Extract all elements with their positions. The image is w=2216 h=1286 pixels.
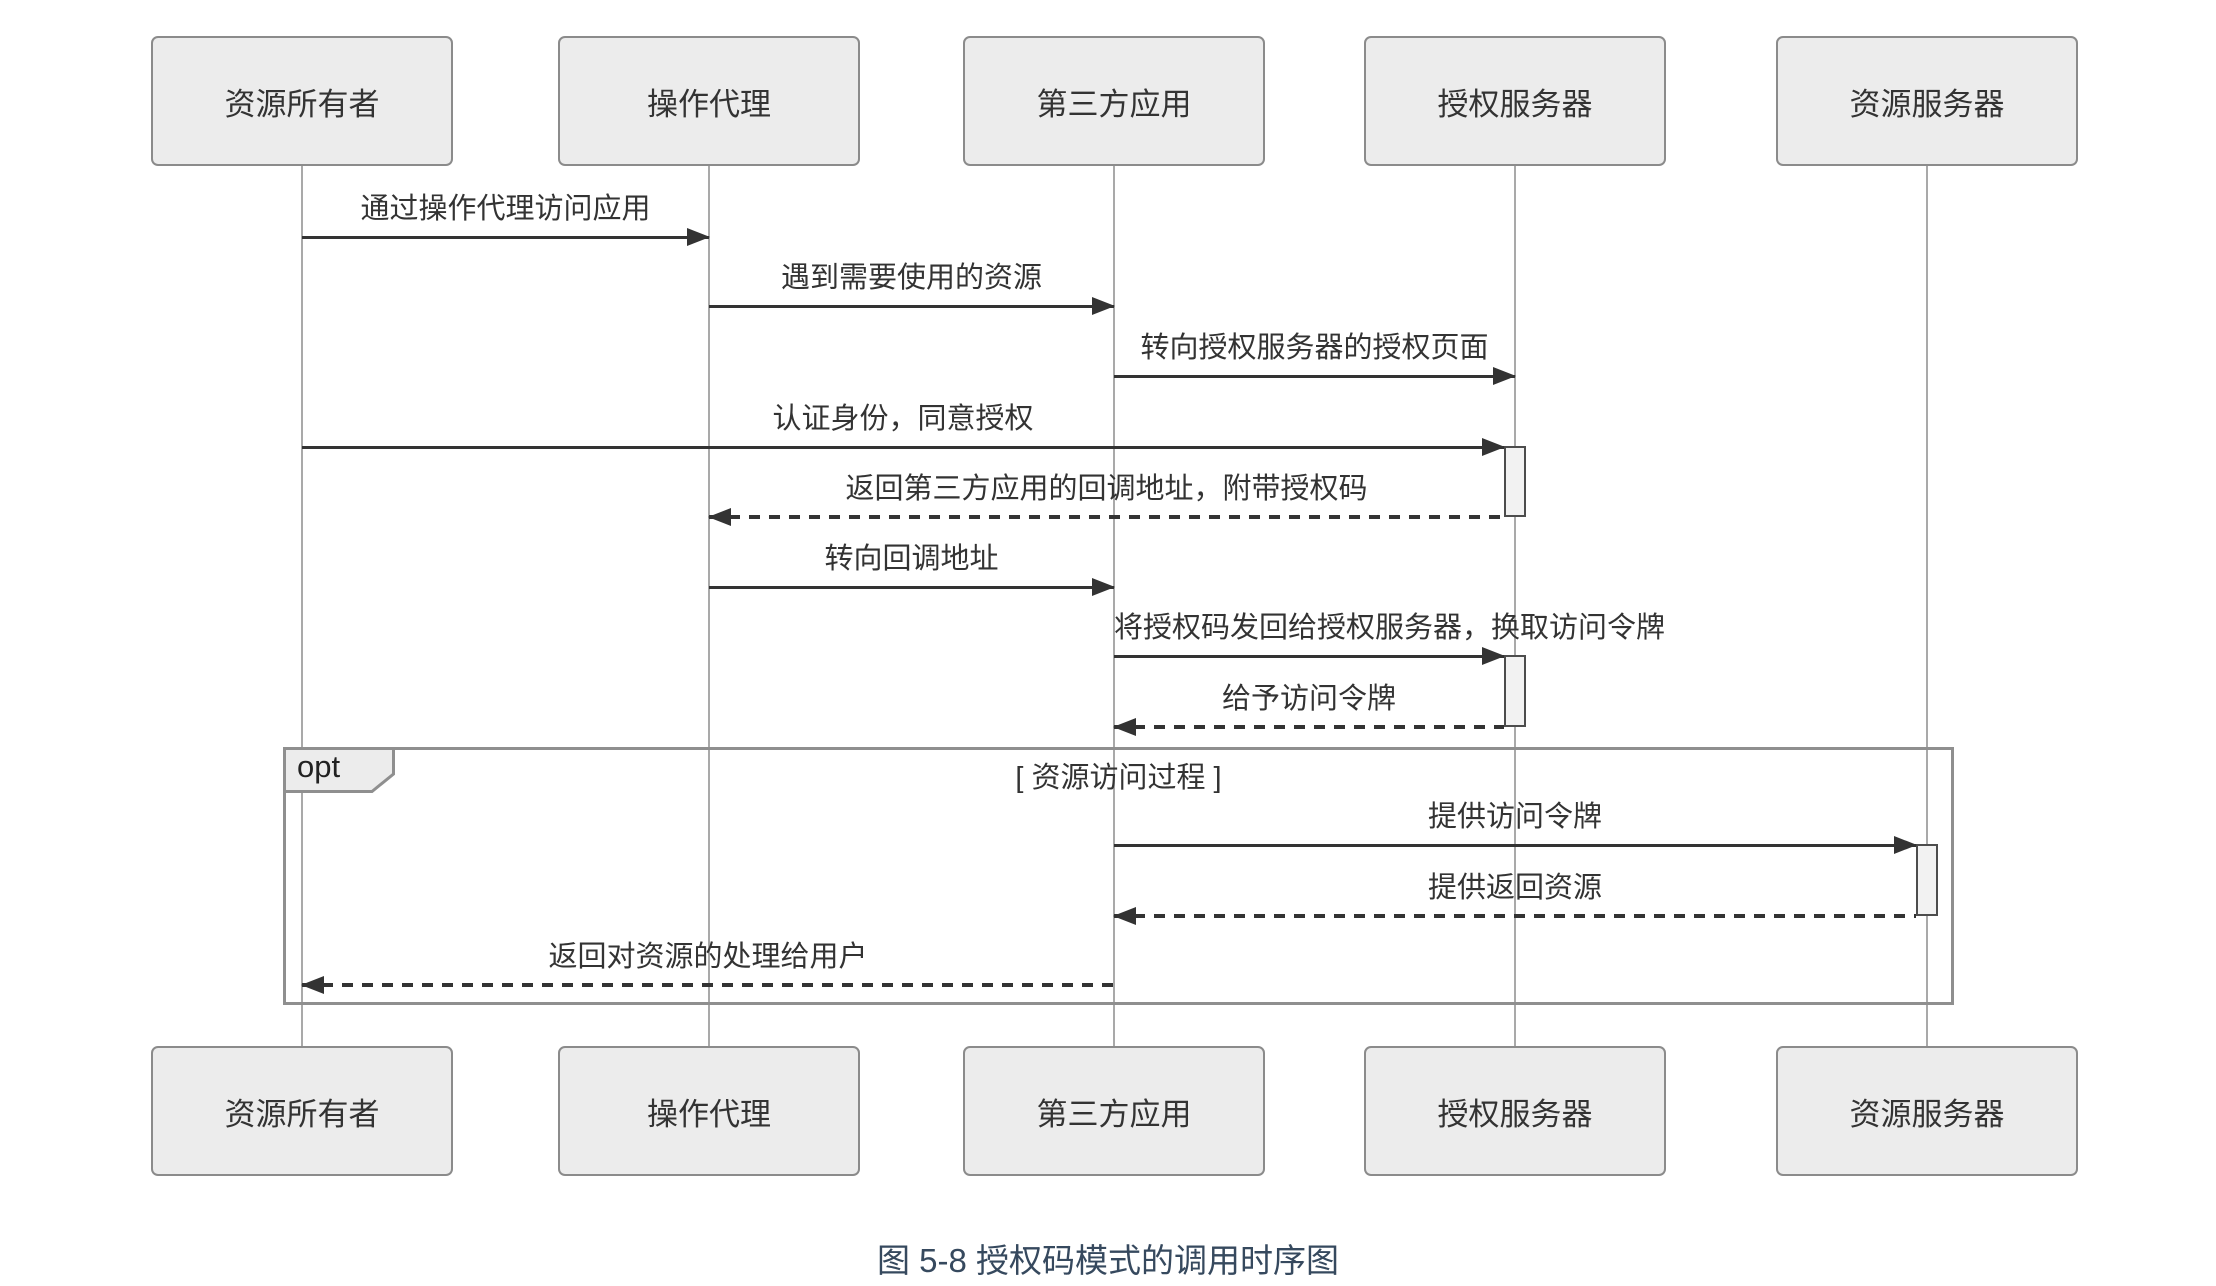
arrowhead-right-icon (687, 228, 710, 246)
message-redirect-callback: 转向回调地址 (709, 543, 1115, 596)
message-label: 转向授权服务器的授权页面 (1140, 332, 1489, 364)
actor-bottom-third-party-app: 第三方应用 (963, 1046, 1265, 1176)
message-line-dashed (302, 983, 1114, 987)
actor-label: 资源所有者 (224, 1096, 380, 1132)
actor-label: 资源所有者 (224, 86, 380, 122)
arrowhead-left-icon (1113, 718, 1136, 736)
message-line-dashed (709, 515, 1504, 519)
actor-top-third-party-app: 第三方应用 (963, 36, 1265, 166)
message-line (302, 446, 1504, 449)
arrowhead-left-icon (1113, 907, 1136, 925)
arrowhead-left-icon (301, 976, 324, 994)
activation-auth-server-1 (1504, 446, 1526, 517)
message-authenticate-consent: 认证身份，同意授权 (302, 403, 1505, 456)
actor-top-auth-server: 授权服务器 (1364, 36, 1666, 166)
message-provide-access-token: 提供访问令牌 (1114, 801, 1917, 854)
arrowhead-right-icon (1092, 297, 1115, 315)
opt-fragment-tab: opt (283, 747, 395, 793)
message-line-dashed (1114, 914, 1916, 918)
message-label: 遇到需要使用的资源 (780, 262, 1042, 294)
message-exchange-code-for-token: 将授权码发回给授权服务器，换取访问令牌 (1114, 612, 1665, 665)
message-line (709, 586, 1114, 589)
message-label: 通过操作代理访问应用 (360, 193, 651, 225)
lifeline-resource-server (1926, 166, 1928, 1046)
message-label: 返回第三方应用的回调地址，附带授权码 (845, 473, 1368, 505)
message-line (1114, 375, 1515, 378)
message-return-resource: 提供返回资源 (1113, 872, 1916, 925)
message-access-app-via-agent: 通过操作代理访问应用 (302, 193, 710, 246)
opt-tab-shape-icon (283, 747, 395, 793)
message-line (709, 305, 1114, 308)
message-redirect-to-auth-page: 转向授权服务器的授权页面 (1114, 332, 1516, 385)
message-line (1114, 655, 1504, 658)
actor-label: 授权服务器 (1437, 1096, 1593, 1132)
actor-label: 资源服务器 (1849, 86, 2005, 122)
activation-resource-server (1916, 844, 1938, 916)
arrowhead-right-icon (1482, 647, 1505, 665)
message-label: 将授权码发回给授权服务器，换取访问令牌 (1114, 612, 1666, 644)
lifeline-third-party-app (1113, 166, 1115, 1046)
message-resource-needed: 遇到需要使用的资源 (709, 262, 1115, 315)
message-label: 提供访问令牌 (1427, 801, 1602, 833)
message-line-dashed (1114, 725, 1504, 729)
lifeline-user-agent (708, 166, 710, 1046)
opt-condition-label: [ 资源访问过程 ] (1015, 762, 1222, 794)
lifeline-resource-owner (301, 166, 303, 1046)
arrowhead-right-icon (1493, 367, 1516, 385)
opt-operator-label: opt (297, 749, 341, 784)
activation-auth-server-2 (1504, 655, 1526, 727)
actor-bottom-resource-owner: 资源所有者 (151, 1046, 453, 1176)
actor-label: 操作代理 (647, 86, 771, 122)
message-label: 转向回调地址 (824, 543, 999, 575)
lifeline-auth-server (1514, 166, 1516, 1046)
actor-bottom-resource-server: 资源服务器 (1776, 1046, 2078, 1176)
actor-bottom-user-agent: 操作代理 (558, 1046, 860, 1176)
actor-label: 授权服务器 (1437, 86, 1593, 122)
figure-caption: 图 5-8 授权码模式的调用时序图 (876, 1242, 1340, 1279)
message-callback-with-code: 返回第三方应用的回调地址，附带授权码 (708, 473, 1504, 526)
actor-top-user-agent: 操作代理 (558, 36, 860, 166)
message-label: 认证身份，同意授权 (772, 403, 1034, 435)
arrowhead-right-icon (1482, 438, 1505, 456)
actor-label: 第三方应用 (1036, 1096, 1192, 1132)
actor-top-resource-owner: 资源所有者 (151, 36, 453, 166)
actor-label: 第三方应用 (1036, 86, 1192, 122)
message-line (302, 236, 709, 239)
arrowhead-left-icon (708, 508, 731, 526)
actor-label: 操作代理 (647, 1096, 771, 1132)
actor-bottom-auth-server: 授权服务器 (1364, 1046, 1666, 1176)
opt-fragment: opt [ 资源访问过程 ] (283, 747, 1954, 1005)
message-return-processed-resource: 返回对资源的处理给用户 (301, 941, 1114, 994)
message-label: 提供返回资源 (1427, 872, 1602, 904)
message-label: 给予访问令牌 (1221, 683, 1396, 715)
arrowhead-right-icon (1894, 836, 1917, 854)
message-label: 返回对资源的处理给用户 (548, 941, 868, 973)
actor-top-resource-server: 资源服务器 (1776, 36, 2078, 166)
arrowhead-right-icon (1092, 578, 1115, 596)
message-line (1114, 844, 1916, 847)
message-grant-access-token: 给予访问令牌 (1113, 683, 1504, 736)
actor-label: 资源服务器 (1849, 1096, 2005, 1132)
